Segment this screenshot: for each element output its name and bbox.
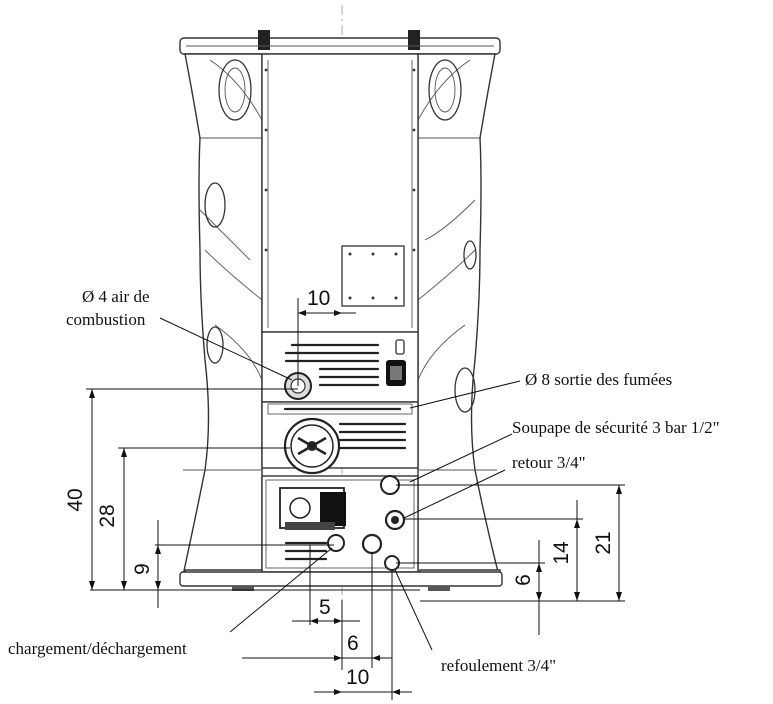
dim-21: 21 — [592, 531, 615, 554]
label-return: retour 3/4" — [512, 453, 586, 472]
dim-9: 9 — [131, 563, 154, 575]
dim-28: 28 — [96, 504, 119, 527]
label-safety-valve: Soupape de sécurité 3 bar 1/2" — [512, 418, 720, 437]
dim-6-right: 6 — [512, 574, 535, 586]
dim-top-10: 10 — [307, 287, 330, 310]
dim-40: 40 — [64, 488, 87, 511]
top-cap — [179, 30, 501, 55]
dim-6-bottom: 6 — [347, 632, 359, 655]
loading-valve — [327, 534, 345, 552]
lower-hydraulic-box — [261, 475, 419, 573]
dimension-lines — [86, 298, 625, 700]
dim-5: 5 — [319, 596, 331, 619]
label-air-combustion-2: combustion — [66, 310, 146, 329]
upper-vent-box — [261, 331, 419, 403]
left-side-panel — [181, 53, 263, 586]
middle-vent-box — [261, 401, 419, 475]
label-flow: refoulement 3/4" — [441, 656, 556, 675]
dim-10-bottom: 10 — [346, 666, 369, 689]
back-plate — [261, 53, 419, 333]
dim-14: 14 — [550, 541, 573, 565]
label-flue-outlet: Ø 8 sortie des fumées — [525, 370, 672, 389]
label-loading-unloading: chargement/déchargement — [8, 639, 187, 658]
leader-lines — [159, 317, 521, 651]
label-air-combustion-1: Ø 4 air de — [82, 287, 150, 306]
base — [179, 571, 503, 587]
